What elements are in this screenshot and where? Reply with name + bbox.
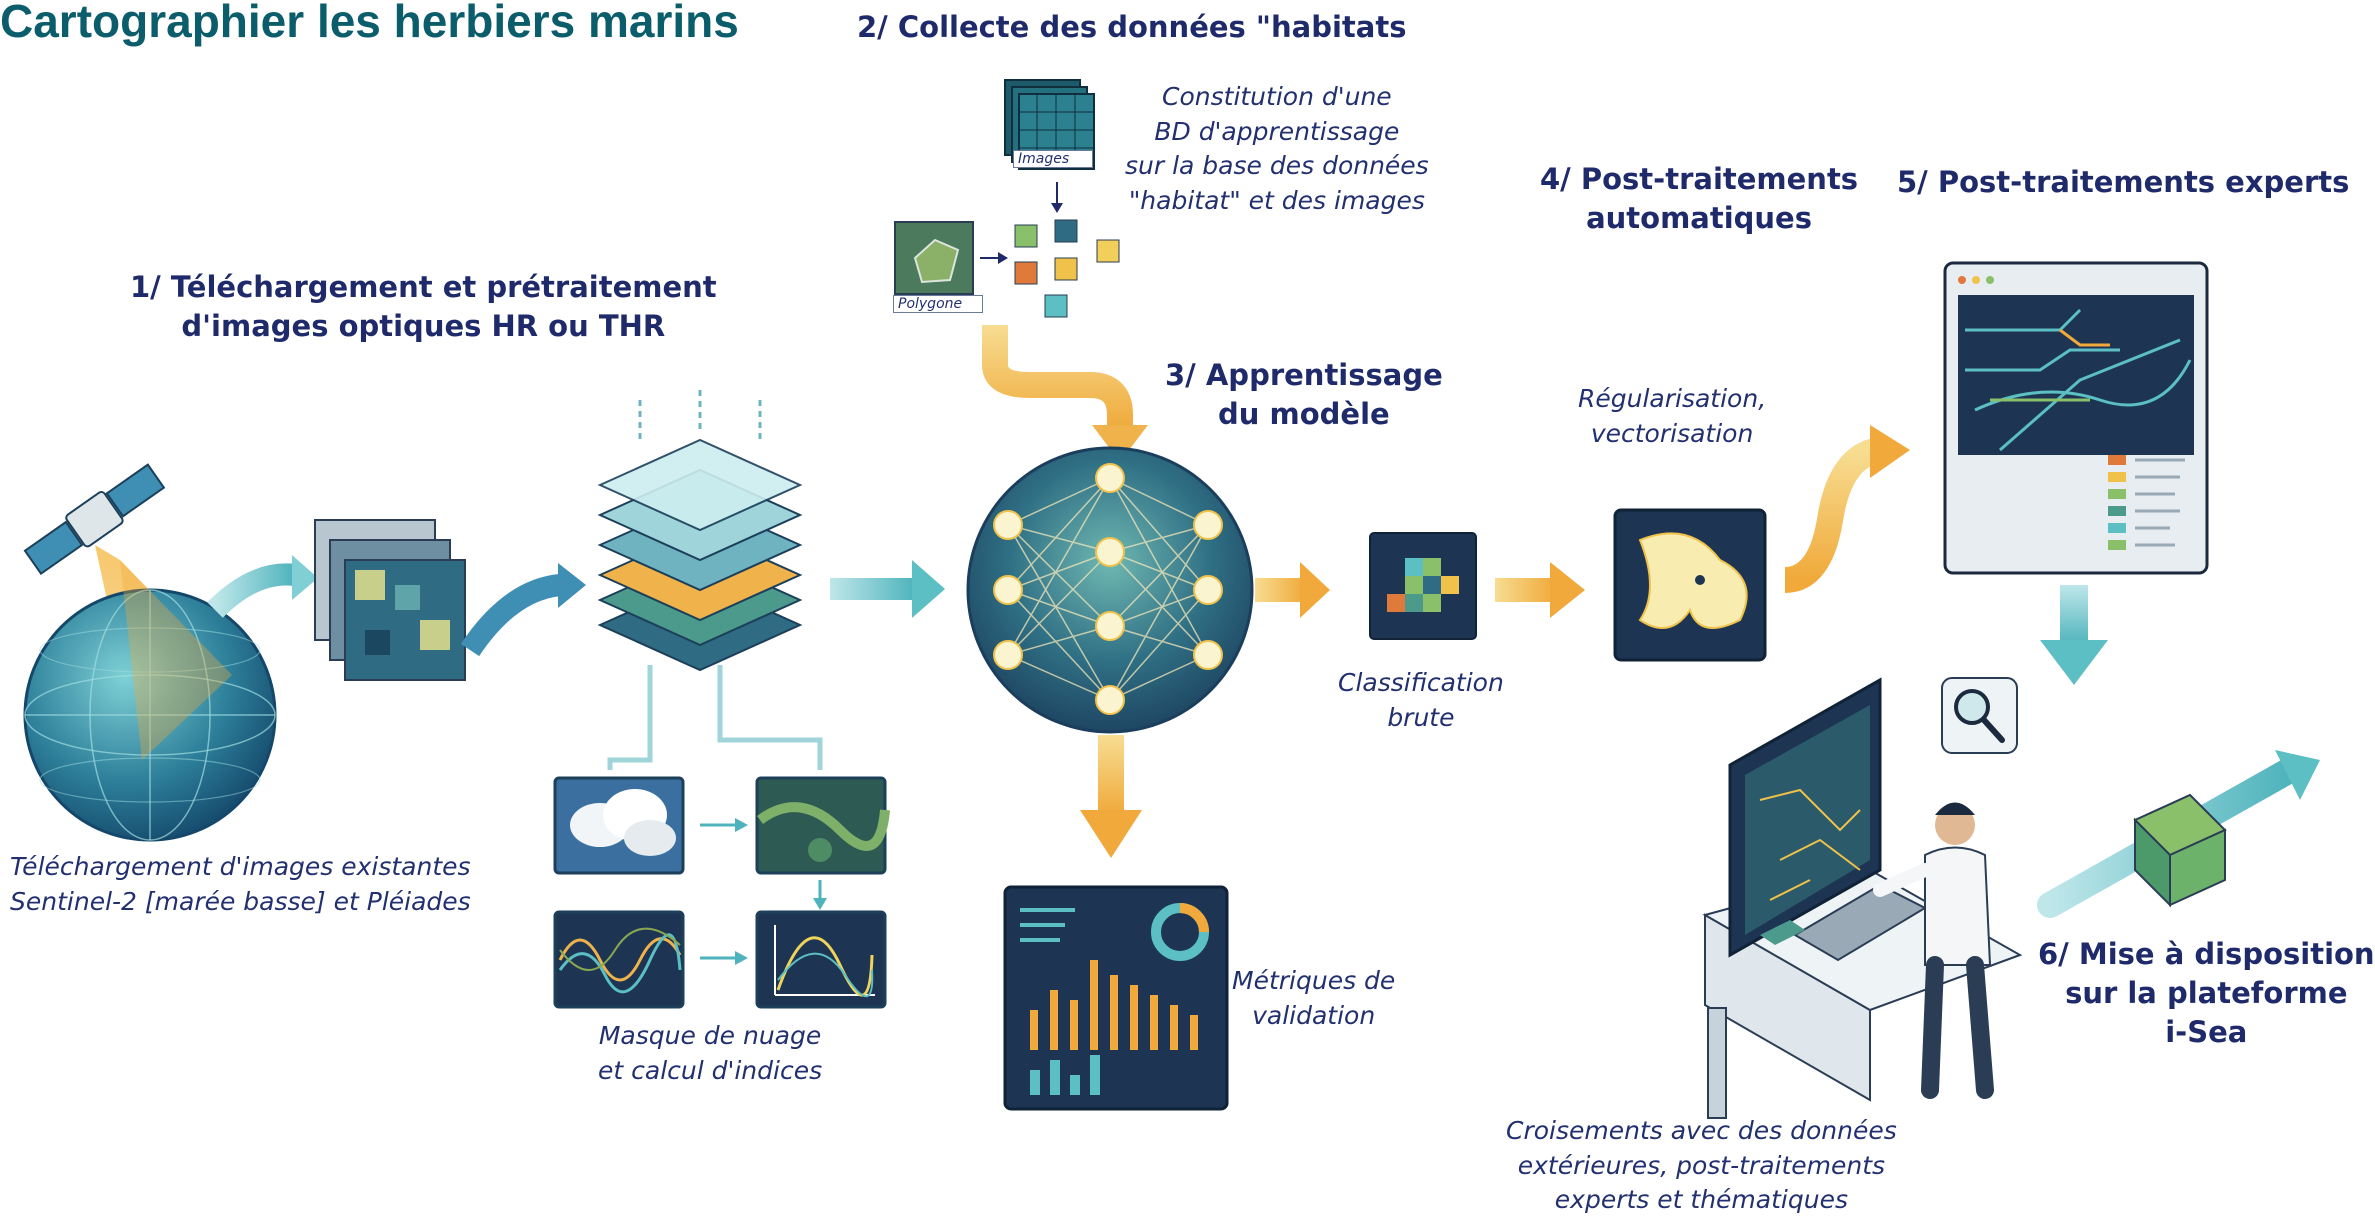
mask-caption: Masque de nuage et calcul d'indices xyxy=(598,1021,823,1085)
arrow-data-to-model xyxy=(982,325,1133,430)
step-3-label: 3/ Apprentissage du modèle xyxy=(1165,358,1443,432)
vector-map-icon xyxy=(1613,508,1767,662)
arrow-model-to-classification xyxy=(1255,578,1305,602)
download-caption: Téléchargement d'images existantes Senti… xyxy=(10,852,471,916)
cloud-image-icon xyxy=(553,776,685,875)
data-package-icon xyxy=(2037,750,2320,918)
neural-network-icon xyxy=(966,446,1254,734)
step-6-label: 6/ Mise à disposition sur la plateforme … xyxy=(2038,937,2375,1050)
step-5-title: 5/ Post-traitements experts xyxy=(1897,163,2349,202)
classification-caption: Classification brute xyxy=(1338,668,1504,732)
regularisation-caption: Régularisation, vectorisation xyxy=(1578,384,1767,448)
step-2-label: 2/ Collecte des données "habitats xyxy=(857,10,1407,44)
polygone-tag: Polygone xyxy=(893,295,983,313)
step-5-label: 5/ Post-traitements experts xyxy=(1897,165,2350,199)
metrics-caption: Métriques de validation xyxy=(1232,966,1396,1030)
line-chart-icon xyxy=(755,910,887,1009)
globe-icon xyxy=(23,560,277,842)
arrow-vector-to-expert xyxy=(1783,437,1883,593)
training-db-caption: Constitution d'une BD d'apprentissage su… xyxy=(1125,82,1429,215)
arrow-model-to-metrics xyxy=(1098,735,1124,815)
connector-to-mask xyxy=(607,665,653,770)
polygon-icon xyxy=(894,221,974,295)
arrow-classification-to-vector xyxy=(1495,578,1555,602)
step-4-title: 4/ Post-traitements automatiques xyxy=(1540,160,1858,238)
arrow-layers-to-model xyxy=(830,578,915,600)
step-1-title: 1/ Téléchargement et prétraitement d'ima… xyxy=(130,268,717,346)
class-squares xyxy=(1014,219,1120,318)
crossing-caption: Croisements avec des données extérieures… xyxy=(1506,1116,1897,1214)
step-6-title: 6/ Mise à disposition sur la plateforme … xyxy=(2038,935,2375,1052)
arrow-globe-to-images xyxy=(207,563,297,618)
step-3-title: 3/ Apprentissage du modèle xyxy=(1165,356,1443,434)
step-4-label: 4/ Post-traitements automatiques xyxy=(1540,162,1859,236)
classification-grid-icon xyxy=(1369,532,1477,640)
step-1-label: 1/ Téléchargement et prétraitement d'ima… xyxy=(130,270,717,344)
analyst-figure-icon xyxy=(1873,802,1994,1099)
expert-window-icon xyxy=(1943,261,2209,575)
computer-workstation-icon xyxy=(1702,677,2023,1119)
arrow-expert-to-workstation xyxy=(2060,585,2088,645)
images-tag: Images xyxy=(1013,150,1093,168)
dashboard-icon xyxy=(1003,885,1229,1111)
wave-chart-icon xyxy=(553,910,685,1009)
layer-stack-icon xyxy=(597,390,803,672)
magnifier-icon xyxy=(1941,677,2018,754)
step-2-title: 2/ Collecte des données "habitats xyxy=(857,8,1406,47)
image-stack-icon xyxy=(314,519,466,681)
map-image-icon xyxy=(755,776,890,875)
arrow-images-to-layers xyxy=(460,574,562,657)
page-title: Cartographier les herbiers marins xyxy=(0,0,739,47)
satellite-icon xyxy=(23,463,166,576)
